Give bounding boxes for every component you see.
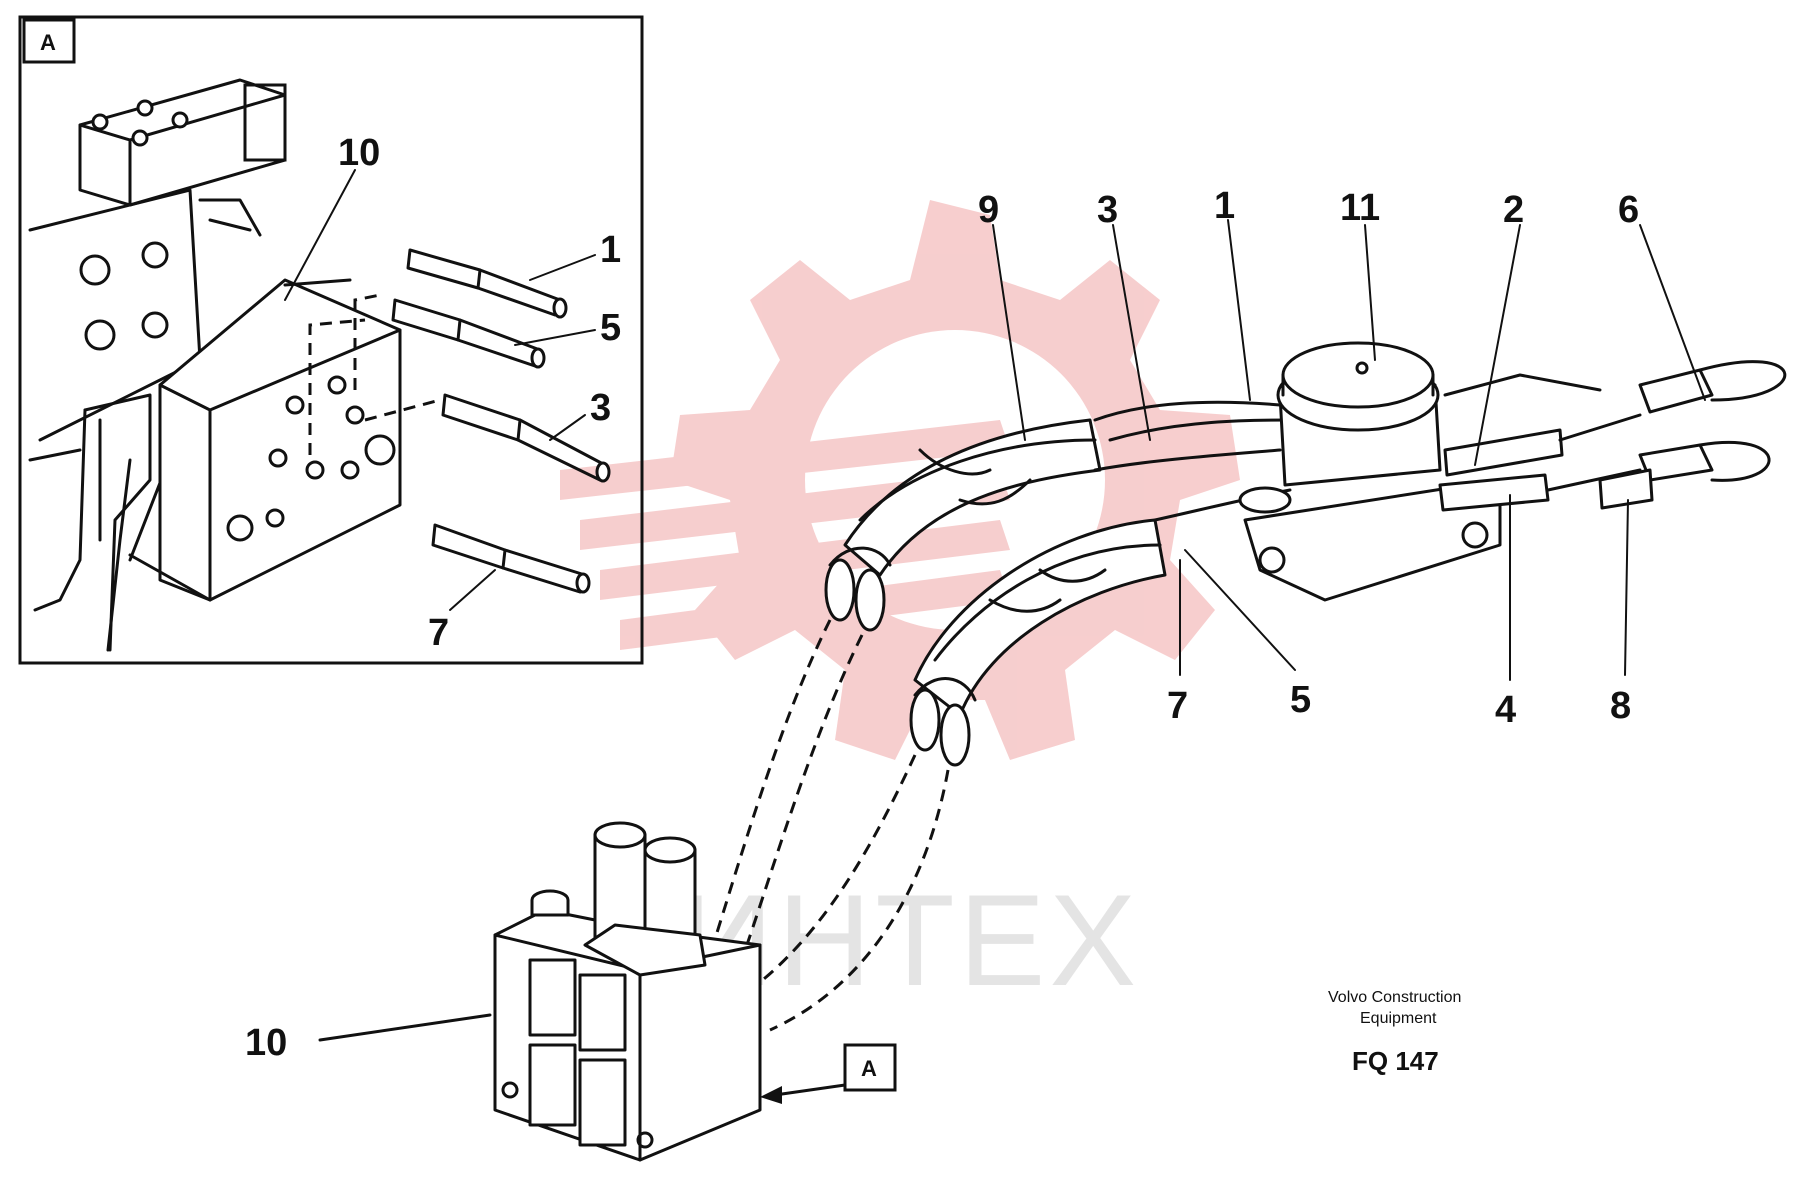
watermark-gear-logo: [560, 200, 1240, 760]
leader-main-10: [318, 1013, 492, 1042]
callout-detail-3: 3: [590, 387, 611, 429]
callout-main-7: 7: [1167, 685, 1188, 727]
caption-code: FQ 147: [1352, 1046, 1439, 1076]
callout-main-10: 10: [245, 1022, 287, 1064]
view-reference-letter: A: [861, 1056, 877, 1081]
callout-detail-5: 5: [600, 307, 621, 349]
detail-fitting-7: [431, 523, 591, 594]
control-valve-block: [493, 821, 762, 1162]
callout-main-5: 5: [1290, 679, 1311, 721]
detail-view-letter: A: [40, 30, 56, 55]
hose-ends-upper: [824, 546, 892, 632]
detail-view-label-box: [22, 18, 76, 64]
callout-main-9: 9: [978, 189, 999, 231]
view-reference-a: A: [760, 1043, 897, 1104]
detail-fitting-3: [441, 393, 611, 483]
callout-main-2: 2: [1503, 189, 1524, 231]
leader-main-11: [1364, 224, 1376, 361]
callout-detail-1: 1: [600, 229, 621, 271]
leader-main-6: [1639, 224, 1706, 401]
caption-line-2: Equipment: [1360, 1010, 1437, 1027]
leader-main-9: [992, 224, 1026, 441]
leader-main-5: [1184, 549, 1296, 671]
callout-detail-7: 7: [428, 612, 449, 654]
detail-fitting-1: [406, 248, 568, 319]
leader-main-1: [1227, 219, 1251, 401]
leader-main-8: [1624, 499, 1629, 676]
callout-detail-10: 10: [338, 132, 380, 174]
callout-main-3: 3: [1097, 189, 1118, 231]
detail-view-a: A: [18, 15, 644, 665]
callout-main-4: 4: [1495, 689, 1516, 731]
leader-main-3: [1112, 224, 1151, 441]
callout-main-1: 1: [1214, 185, 1235, 227]
callout-main-11: 11: [1340, 187, 1380, 229]
detail-fitting-5: [391, 298, 546, 369]
pilot-valve-assembly: [1238, 341, 1787, 602]
callout-main-8: 8: [1610, 685, 1631, 727]
callout-main-6: 6: [1618, 189, 1639, 231]
leader-main-2: [1474, 224, 1521, 466]
caption-block: Volvo Construction Equipment FQ 147: [1328, 989, 1461, 1076]
hose-ends-lower: [909, 677, 977, 767]
caption-line-1: Volvo Construction: [1328, 989, 1461, 1006]
hose-bundle-upper: [843, 400, 1292, 577]
